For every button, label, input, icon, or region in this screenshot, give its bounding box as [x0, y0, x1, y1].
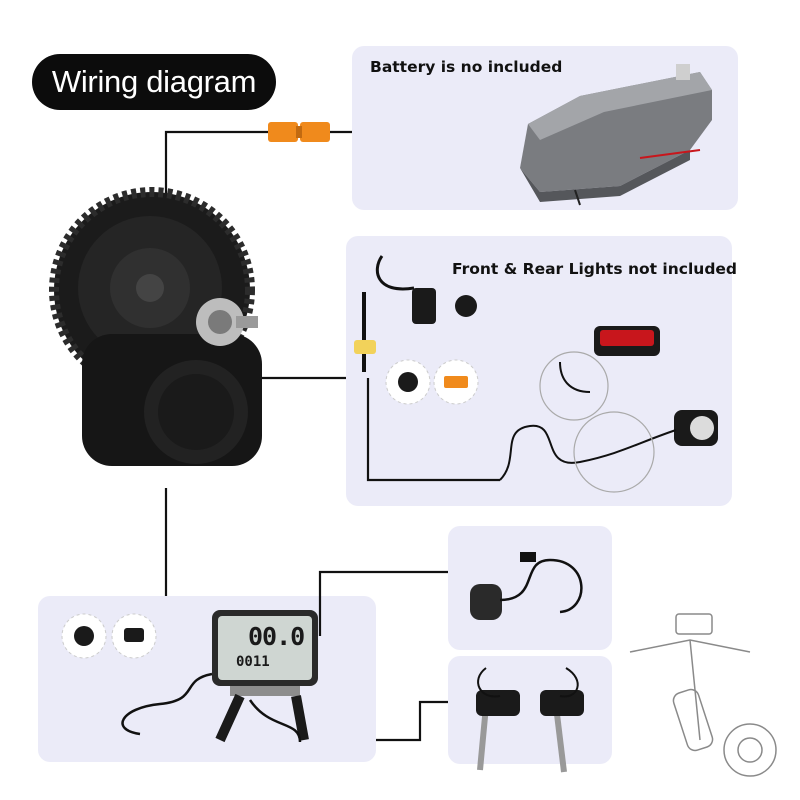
connector-detail-icons	[385, 359, 479, 405]
battery-icon	[520, 64, 712, 206]
display-connector-icons	[61, 613, 157, 659]
thumb-throttle-icon	[470, 552, 583, 620]
display-speed-readout: 00.0	[248, 622, 305, 651]
front-light-icon	[674, 410, 718, 446]
lights-panel-label: Front & Rear Lights not included	[452, 260, 738, 278]
battery-panel-label: Battery is no included	[370, 58, 563, 76]
mid-drive-motor-icon	[49, 187, 262, 466]
display-odo-readout: 0011	[236, 654, 270, 670]
xt60-connector-icon	[268, 122, 330, 142]
display-cable-icon	[121, 672, 302, 743]
diagram-title: Wiring diagram	[32, 54, 276, 110]
wire-lines	[164, 130, 500, 742]
brake-lever-icons	[476, 667, 584, 773]
display-unit-icon	[212, 610, 318, 743]
brake-levers-panel	[448, 656, 612, 764]
light-cable-icon	[499, 351, 677, 493]
lights-panel	[346, 236, 732, 506]
e-bike-sketch-icon	[629, 613, 777, 777]
rear-light-icon	[594, 326, 660, 356]
light-wiring-harness-icon	[354, 255, 477, 372]
